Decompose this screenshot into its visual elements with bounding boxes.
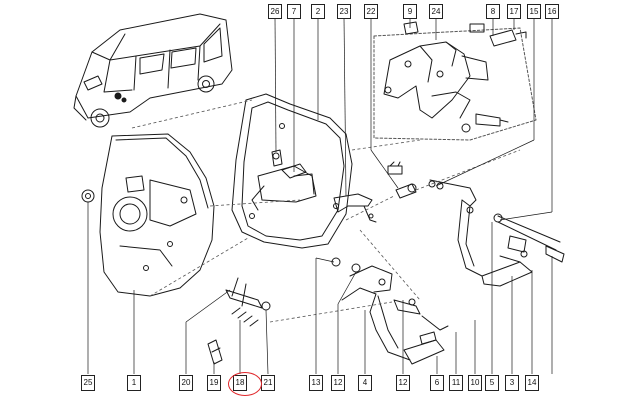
callout-label: 1: [127, 375, 141, 391]
clutch-pedal: [429, 179, 565, 287]
callout-label: 24: [429, 4, 443, 19]
callout-label: 12: [331, 375, 345, 391]
upper-bracket: [373, 21, 537, 141]
callout-label: 13: [309, 375, 323, 391]
callout-label: 8: [486, 4, 500, 19]
callout-label: 15: [527, 4, 541, 19]
callout-label: 25: [81, 375, 95, 391]
lever-23: [333, 193, 377, 223]
callout-label: 9: [403, 4, 417, 19]
callout-label: 20: [179, 375, 193, 391]
dashed-leaders: [131, 99, 521, 323]
sensor-8: [469, 23, 527, 47]
callout-label: 23: [337, 4, 351, 19]
callout-label: 17: [507, 4, 521, 19]
spring-assembly: [207, 277, 271, 365]
gasket-plate: [231, 93, 353, 249]
callout-label: 6: [430, 375, 444, 391]
callout-label: 11: [449, 375, 463, 391]
callout-label: 7: [287, 4, 301, 19]
leader-lines: [87, 17, 553, 375]
callout-label: 10: [468, 375, 482, 391]
van-illustration: [73, 13, 233, 128]
connector-22: [387, 161, 417, 199]
callout-label: 12: [396, 375, 410, 391]
callout-label: 26: [268, 4, 282, 19]
callout-label: 2: [311, 4, 325, 19]
fasteners: [407, 180, 474, 214]
callout-label: 22: [364, 4, 378, 19]
callout-label: 19: [207, 375, 221, 391]
bulkhead-panel: [81, 133, 215, 297]
highlight-circle: [228, 372, 262, 396]
callout-label: 3: [505, 375, 519, 391]
callout-label: 21: [261, 375, 275, 391]
callout-label: 16: [545, 4, 559, 19]
callout-label: 5: [485, 375, 499, 391]
callout-label: 4: [358, 375, 372, 391]
callout-label: 14: [525, 375, 539, 391]
brake-pedal: [331, 257, 449, 365]
